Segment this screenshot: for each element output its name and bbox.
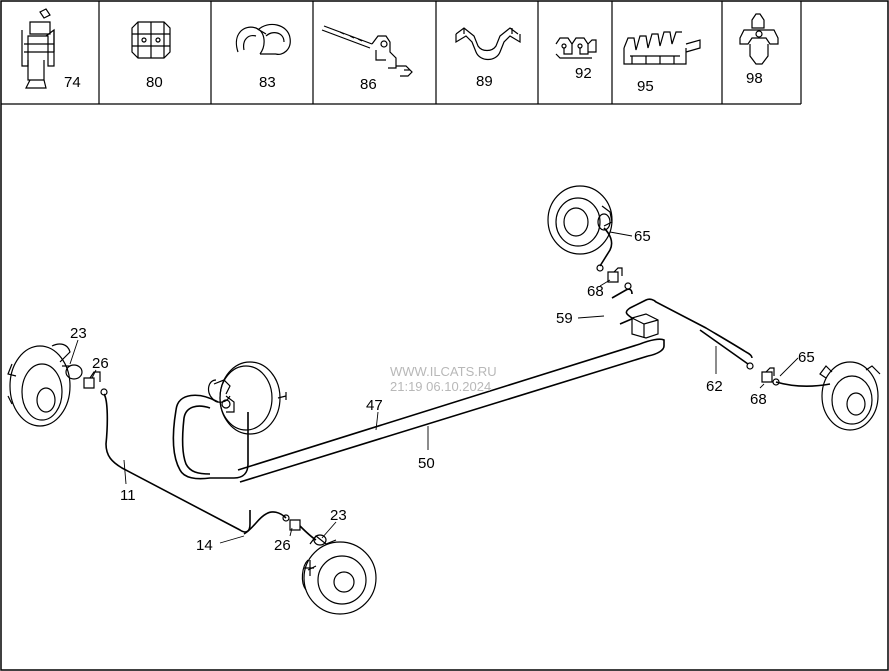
- callout-65-top[interactable]: 65: [634, 228, 651, 245]
- pipe-59-b: [611, 288, 635, 325]
- callout-23-left[interactable]: 23: [70, 325, 87, 342]
- channel-clip-icon: [455, 27, 521, 61]
- part-number: 98: [746, 70, 763, 87]
- right-rear-brake-disc: [819, 361, 881, 431]
- pipe-59: [625, 298, 753, 359]
- pipe-clip-icon: [555, 37, 597, 59]
- part-number: 80: [146, 74, 163, 91]
- part-cell-83[interactable]: 83: [212, 2, 312, 103]
- callouts: 23 26 11 14 26 23 47 50 65 68 59 62 65 6…: [70, 228, 815, 554]
- pipe-47: [237, 343, 641, 471]
- part-cell-80[interactable]: 80: [100, 2, 210, 103]
- strap-clip-icon: [321, 25, 413, 77]
- callout-26-left[interactable]: 26: [92, 355, 109, 372]
- part-number: 92: [575, 65, 592, 82]
- pipe-26-hose: [299, 525, 317, 541]
- hose-65-top: [599, 227, 613, 267]
- rubber-block-icon: [131, 21, 171, 59]
- pipe-62: [699, 329, 749, 365]
- part-cell-92[interactable]: 92: [539, 2, 611, 103]
- callout-23-bottom[interactable]: 23: [330, 507, 347, 524]
- brake-booster: [207, 361, 287, 435]
- left-rear-fitting: [282, 514, 301, 531]
- pipe-loop-inner: [181, 405, 211, 475]
- part-cell-95[interactable]: 95: [613, 2, 721, 103]
- watermark-site: WWW.ILCATS.RU: [390, 364, 497, 379]
- callout-14[interactable]: 14: [196, 537, 213, 554]
- part-cell-98[interactable]: 98: [723, 2, 800, 103]
- pipe-50: [239, 355, 649, 483]
- left-caliper-fitting: [83, 371, 108, 396]
- parts-strip: 74 80 83: [1, 1, 802, 105]
- pipe-junction-up: [639, 338, 665, 357]
- pipe-14: [243, 511, 287, 535]
- part-cell-89[interactable]: 89: [437, 2, 537, 103]
- callout-68-top[interactable]: 68: [587, 283, 604, 300]
- part-number: 89: [476, 73, 493, 90]
- part-cell-86[interactable]: 86: [314, 2, 435, 103]
- callout-26-bottom[interactable]: 26: [274, 537, 291, 554]
- double-clamp-icon: [235, 23, 291, 55]
- callout-68-right[interactable]: 68: [750, 391, 767, 408]
- watermark: WWW.ILCATS.RU 21:19 06.10.2024: [390, 364, 497, 394]
- left-rear-brake-disc: [301, 534, 377, 615]
- callout-62[interactable]: 62: [706, 378, 723, 395]
- part-number: 86: [360, 76, 377, 93]
- part-cell-74[interactable]: 74: [2, 2, 98, 103]
- hose-65-right: [775, 381, 831, 387]
- part-number: 95: [637, 78, 654, 95]
- callout-47[interactable]: 47: [366, 397, 383, 414]
- part-number: 74: [64, 74, 81, 91]
- right-front-brake-disc: [547, 185, 613, 255]
- brake-pipes: [103, 227, 831, 541]
- part-number: 83: [259, 74, 276, 91]
- multi-clip-icon: [623, 31, 701, 65]
- callout-50[interactable]: 50: [418, 455, 435, 472]
- right-rear-fitting: [746, 362, 780, 386]
- left-front-brake-disc: [7, 343, 83, 427]
- push-clip-icon: [739, 13, 779, 65]
- bracket-assembly-icon: [21, 8, 55, 89]
- callout-59[interactable]: 59: [556, 310, 573, 327]
- callout-11[interactable]: 11: [120, 487, 136, 504]
- junction-block: [631, 313, 659, 339]
- watermark-timestamp: 21:19 06.10.2024: [390, 379, 491, 394]
- leader-lines: [69, 231, 799, 544]
- pipe-loop: [172, 394, 249, 480]
- callout-65-right[interactable]: 65: [798, 349, 815, 366]
